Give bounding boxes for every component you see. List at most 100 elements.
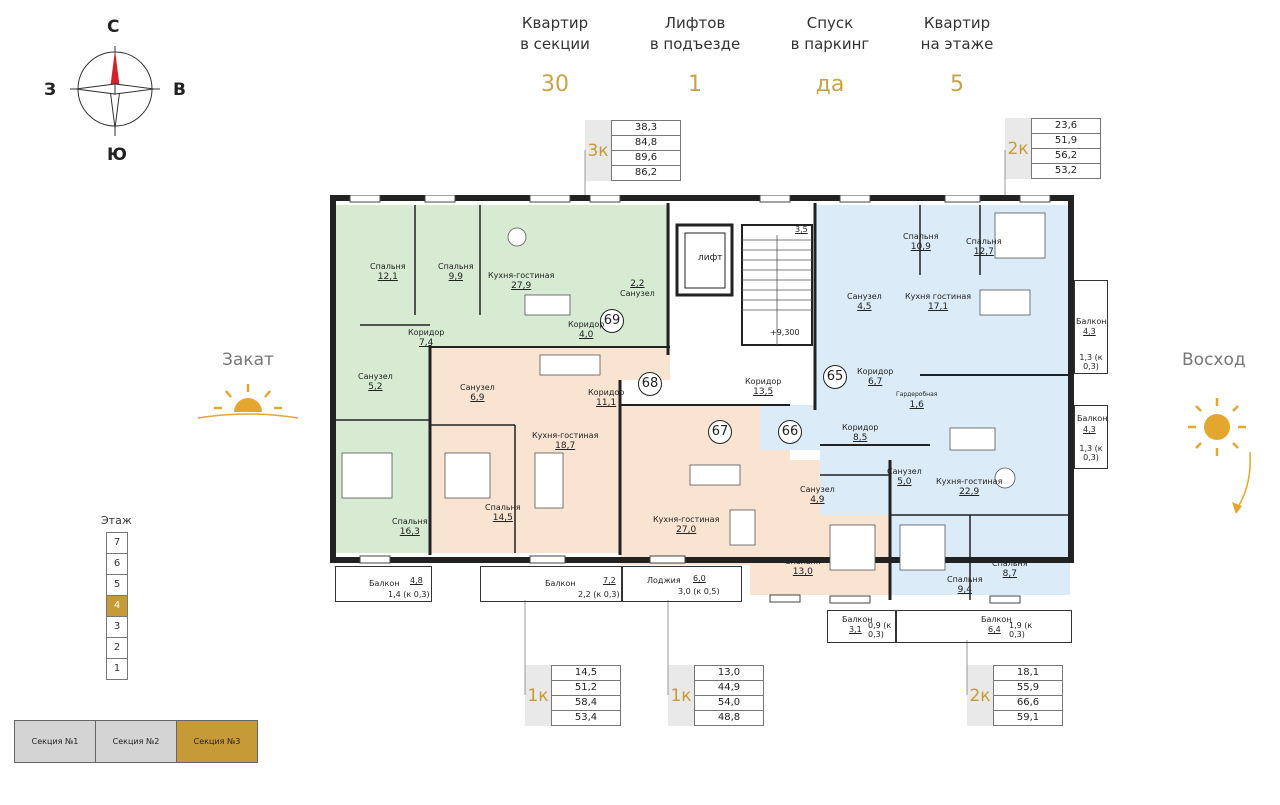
card-value: 18,1 <box>994 666 1062 681</box>
card-value: 48,8 <box>717 712 741 723</box>
balcony-sub: 3,0 (к 0,5) <box>678 587 720 596</box>
section-selector: Секция №1 Секция №2 Секция №3 <box>14 720 258 763</box>
balcony-area: 6,4 <box>988 625 1001 634</box>
balcony-area: 6,0 <box>693 574 706 583</box>
balcony-65: Балкон 4,3 1,3 (к 0,3) <box>1074 280 1108 374</box>
compass-west: З <box>44 80 57 100</box>
apartment-67-area <box>620 405 890 595</box>
apartment-68-badge[interactable]: 68 <box>638 372 662 396</box>
balcony-sub: 0,9 (к 0,3) <box>868 621 892 639</box>
card-value: 53,2 <box>1054 165 1078 176</box>
room-count-badge: 3к <box>585 120 611 181</box>
balcony-area: 4,3 <box>1083 425 1096 434</box>
card-value: 58,4 <box>552 696 620 711</box>
floor-6[interactable]: 6 <box>107 554 127 575</box>
balcony-label: Лоджия <box>647 576 681 585</box>
floor-7[interactable]: 7 <box>107 533 127 554</box>
floor-selector: 7 6 5 4 3 2 1 <box>106 532 128 680</box>
balcony-area: 4,3 <box>1083 327 1096 336</box>
card-value: 53,4 <box>574 712 598 723</box>
card-value: 38,3 <box>612 121 680 136</box>
floor-3[interactable]: 3 <box>107 617 127 638</box>
level-mark: +9,300 <box>770 328 800 337</box>
card-value: 89,6 <box>612 151 680 166</box>
stat-lifts-value: 1 <box>688 72 702 97</box>
section-3-button[interactable]: Секция №3 <box>176 720 258 763</box>
compass-icon <box>70 46 160 136</box>
balcony-sub: 2,2 (к 0,3) <box>578 590 620 599</box>
sunset-label: Закат <box>222 350 274 370</box>
section-2-button[interactable]: Секция №2 <box>95 720 177 763</box>
card-value: 44,9 <box>695 681 763 696</box>
balcony-sub: 1,3 (к 0,3) <box>1079 353 1103 371</box>
floor-title: Этаж <box>101 514 132 527</box>
card-value: 84,8 <box>612 136 680 151</box>
compass-east: В <box>173 80 186 100</box>
card-value: 13,0 <box>695 666 763 681</box>
card-value: 51,9 <box>1032 134 1100 149</box>
floor-5[interactable]: 5 <box>107 575 127 596</box>
balcony-66: Балкон 6,4 1,9 (к 0,3) <box>895 610 1072 643</box>
balcony-area: 7,2 <box>603 576 616 585</box>
card-value: 56,2 <box>1032 149 1100 164</box>
balcony-label: Балкон <box>369 579 400 588</box>
lift-label: лифт <box>698 253 723 263</box>
section-1-button[interactable]: Секция №1 <box>14 720 96 763</box>
card-value: 66,6 <box>994 696 1062 711</box>
balcony-66-east: Балкон 4,3 1,3 (к 0,3) <box>1074 405 1108 469</box>
floor-1[interactable]: 1 <box>113 663 121 674</box>
balcony-sub: 1,4 (к 0,3) <box>388 590 430 599</box>
balcony-sub: 1,3 (к 0,3) <box>1079 444 1103 462</box>
balcony-area: 3,1 <box>849 625 862 634</box>
apartment-69-badge[interactable]: 69 <box>600 309 624 333</box>
balcony-label: Балкон <box>1076 317 1107 326</box>
balcony-label: Балкон <box>842 615 873 624</box>
floor-4[interactable]: 4 <box>107 596 127 617</box>
loggia-67: Лоджия 6,0 3,0 (к 0,5) <box>622 566 742 602</box>
card-value: 54,0 <box>695 696 763 711</box>
apartment-65-badge[interactable]: 65 <box>823 365 847 389</box>
balcony-label: Балкон <box>545 579 576 588</box>
room-count-badge: 2к <box>967 665 993 726</box>
balcony-69: Балкон 4,8 1,4 (к 0,3) <box>335 566 432 602</box>
stair-area-label: 3,5 <box>795 225 808 234</box>
card-value: 23,6 <box>1032 119 1100 134</box>
balcony-area: 4,8 <box>410 576 423 585</box>
sunset-icon <box>197 384 299 419</box>
balcony-67: Балкон 3,1 0,9 (к 0,3) <box>827 610 897 643</box>
sunrise-label: Восход <box>1182 350 1246 370</box>
apartment-67-badge[interactable]: 67 <box>708 420 732 444</box>
card-value: 51,2 <box>552 681 620 696</box>
card-value: 59,1 <box>1016 712 1040 723</box>
floor-2[interactable]: 2 <box>107 638 127 659</box>
apartment-66-badge[interactable]: 66 <box>778 420 802 444</box>
